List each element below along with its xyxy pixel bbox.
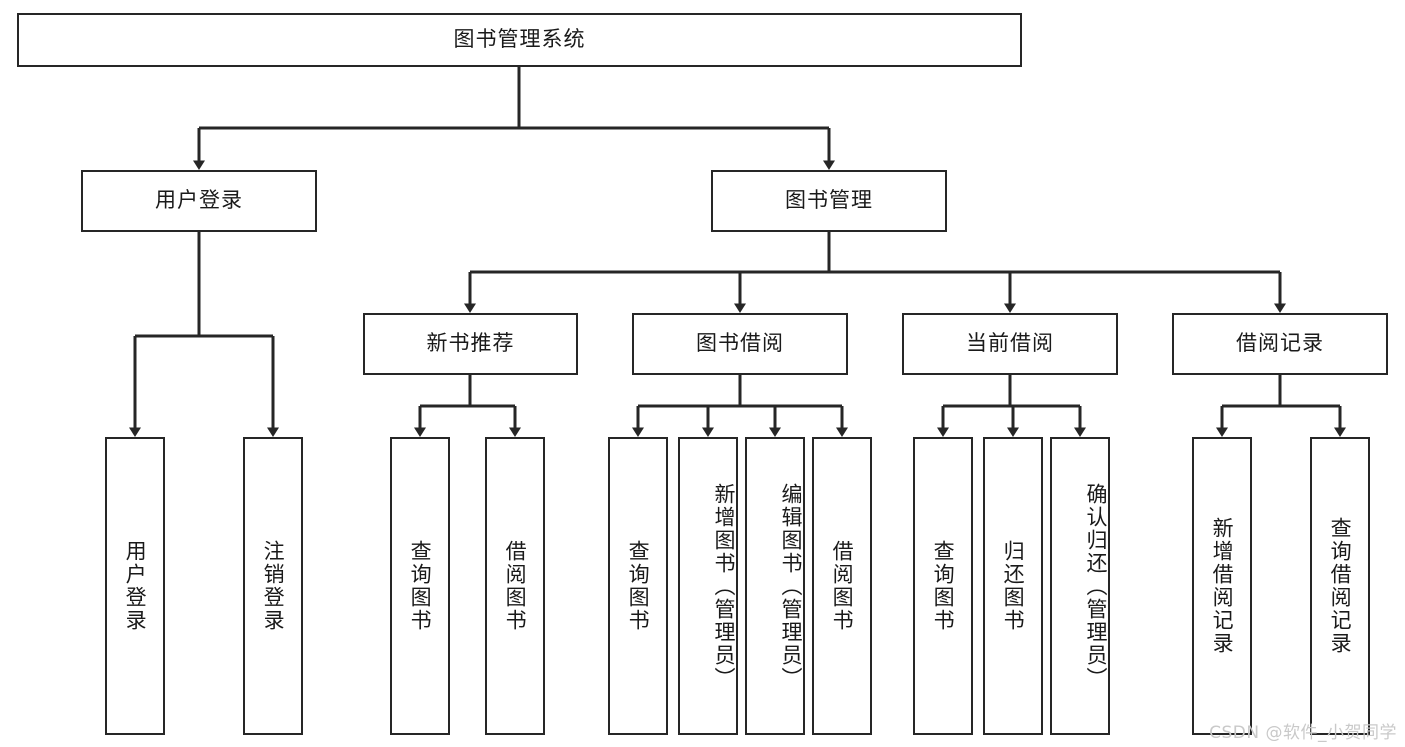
- node-leaf-return-book[interactable]: 归还图书: [983, 437, 1043, 735]
- node-current-borrow[interactable]: 当前借阅: [902, 313, 1118, 375]
- node-book-borrow[interactable]: 图书借阅: [632, 313, 848, 375]
- node-book-manage[interactable]: 图书管理: [711, 170, 947, 232]
- node-leaf-add-borrow-record[interactable]: 新增借阅记录: [1192, 437, 1252, 735]
- node-leaf-query-book-current[interactable]: 查询图书: [913, 437, 973, 735]
- node-leaf-logout[interactable]: 注销登录: [243, 437, 303, 735]
- node-leaf-query-book-rec[interactable]: 查询图书: [390, 437, 450, 735]
- node-leaf-add-book-admin[interactable]: 新增图书（管理员）: [678, 437, 738, 735]
- node-leaf-edit-book-admin[interactable]: 编辑图书（管理员）: [745, 437, 805, 735]
- node-leaf-query-book-borrow[interactable]: 查询图书: [608, 437, 668, 735]
- node-leaf-borrow-book-rec[interactable]: 借阅图书: [485, 437, 545, 735]
- node-user-login[interactable]: 用户登录: [81, 170, 317, 232]
- node-leaf-confirm-return-admin[interactable]: 确认归还（管理员）: [1050, 437, 1110, 735]
- node-leaf-query-borrow-record[interactable]: 查询借阅记录: [1310, 437, 1370, 735]
- node-root-system[interactable]: 图书管理系统: [17, 13, 1022, 67]
- node-new-book-recommend[interactable]: 新书推荐: [363, 313, 578, 375]
- node-leaf-user-login[interactable]: 用户登录: [105, 437, 165, 735]
- node-leaf-borrow-book[interactable]: 借阅图书: [812, 437, 872, 735]
- node-borrow-record[interactable]: 借阅记录: [1172, 313, 1388, 375]
